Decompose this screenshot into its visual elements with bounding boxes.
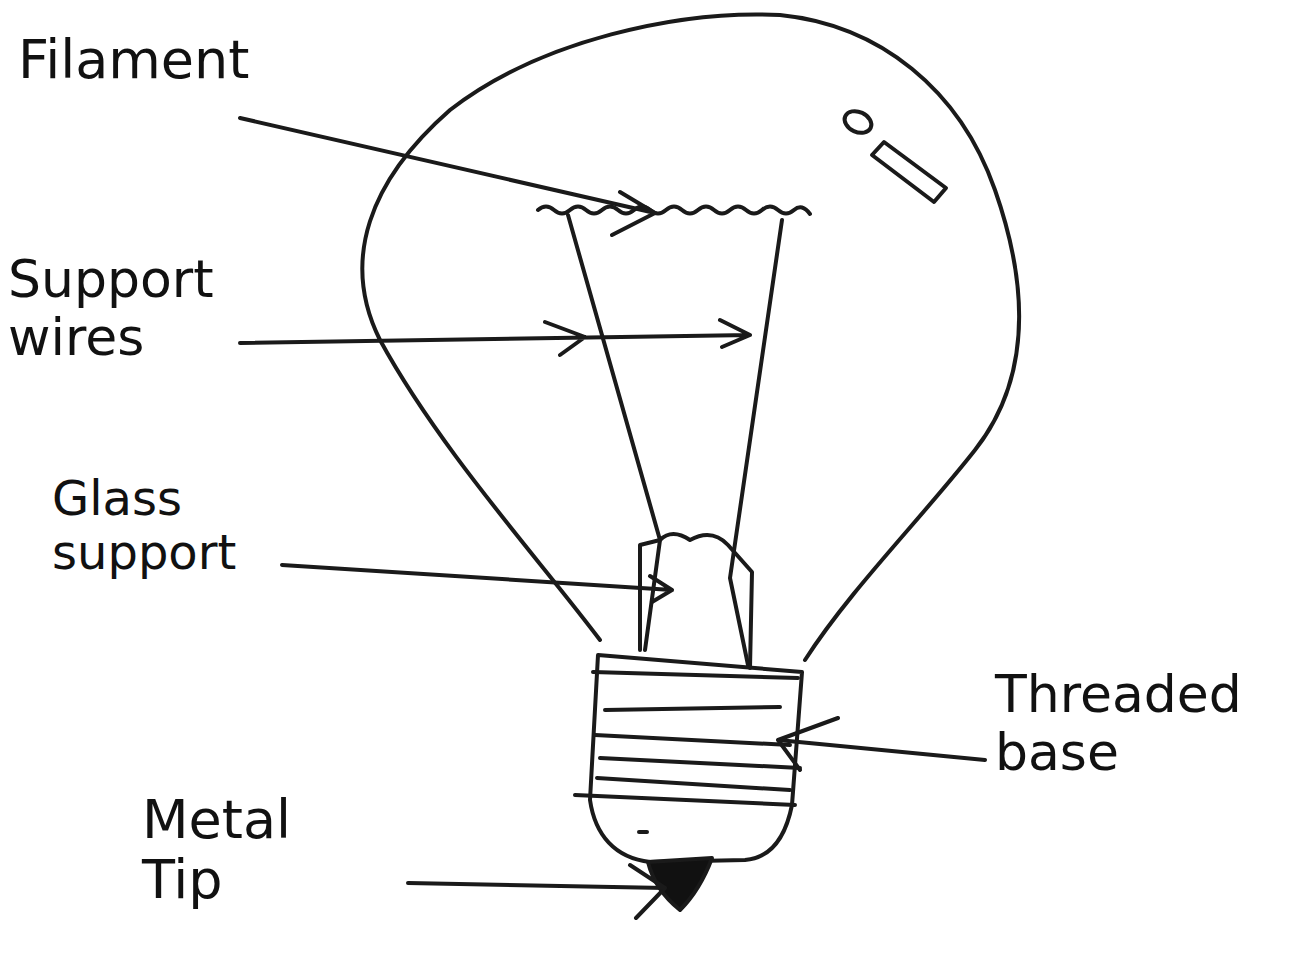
leader-line [240, 320, 750, 355]
leader-line [778, 718, 985, 770]
base-mark [639, 830, 647, 834]
part-label-box: Glass support [52, 472, 277, 580]
part-label-box: Metal Tip [142, 790, 342, 911]
glass-reflection [841, 107, 875, 137]
threaded-base-outline [590, 655, 802, 862]
part-label: Glass support [52, 472, 277, 580]
filament-coil [538, 207, 810, 215]
base-thread [605, 707, 780, 710]
base-thread [600, 758, 800, 768]
base-thread [575, 795, 795, 805]
part-label: Support wires [8, 250, 238, 366]
part-label: Filament [18, 30, 298, 90]
support-wire [730, 220, 782, 665]
part-label: Threaded base [995, 665, 1285, 781]
leader-line [408, 865, 665, 918]
glass-reflection [872, 142, 946, 202]
base-thread [593, 672, 798, 678]
base-thread [597, 778, 790, 790]
leader-line [240, 118, 655, 235]
part-label: Metal Tip [142, 790, 342, 911]
part-label-box: Threaded base [995, 665, 1285, 781]
part-label-box: Support wires [8, 250, 238, 366]
base-thread [595, 735, 790, 745]
leader-line [282, 565, 672, 602]
part-label-box: Filament [18, 30, 298, 90]
